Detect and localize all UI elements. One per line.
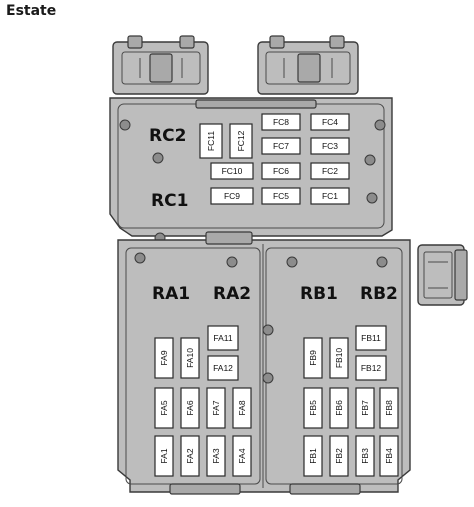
diagram-title: Estate xyxy=(6,3,57,19)
fuse-fa2: FA2 xyxy=(180,435,200,477)
fuse-fb7-label: FB7 xyxy=(360,400,370,416)
fuse-fc2-label: FC2 xyxy=(322,166,338,176)
fuse-fa12-label: FA12 xyxy=(213,363,233,373)
fuse-fa12: FA12 xyxy=(207,355,239,381)
fuse-fa10: FA10 xyxy=(180,337,200,379)
relay-ra1-label: RA1 xyxy=(152,284,190,304)
fuse-fc3: FC3 xyxy=(310,137,350,155)
fuse-fa1: FA1 xyxy=(154,435,174,477)
fuse-fc10: FC10 xyxy=(210,162,254,180)
fuse-fa3: FA3 xyxy=(206,435,226,477)
fuse-fa9: FA9 xyxy=(154,337,174,379)
right-side-connector xyxy=(417,244,468,306)
fuse-fc9: FC9 xyxy=(210,187,254,205)
fuse-fb10: FB10 xyxy=(329,337,349,379)
fuse-fb11-label: FB11 xyxy=(361,333,381,343)
fuse-fb3: FB3 xyxy=(355,435,375,477)
fuse-fa5: FA5 xyxy=(154,387,174,429)
fuse-fc5: FC5 xyxy=(261,187,301,205)
fuse-fa7-label: FA7 xyxy=(211,400,221,415)
fuse-fb12: FB12 xyxy=(355,355,387,381)
fuse-fb1-label: FB1 xyxy=(308,448,318,464)
fuse-fb5: FB5 xyxy=(303,387,323,429)
fuse-fa6: FA6 xyxy=(180,387,200,429)
fuse-fc10-label: FC10 xyxy=(222,166,243,176)
top-left-connector xyxy=(112,35,209,95)
fuse-fc4-label: FC4 xyxy=(322,117,338,127)
fuse-fb2: FB2 xyxy=(329,435,349,477)
fuse-fa6-label: FA6 xyxy=(185,400,195,415)
fuse-fc2: FC2 xyxy=(310,162,350,180)
fuse-fc7-label: FC7 xyxy=(273,141,289,151)
fuse-fc8-label: FC8 xyxy=(273,117,289,127)
fuse-fb2-label: FB2 xyxy=(334,448,344,464)
fuse-fa8: FA8 xyxy=(232,387,252,429)
fuse-fb10-label: FB10 xyxy=(334,348,344,369)
top-right-connector xyxy=(257,35,359,95)
fuse-fb4-label: FB4 xyxy=(384,448,394,464)
fuse-fc9-label: FC9 xyxy=(224,191,240,201)
fuse-fc5-label: FC5 xyxy=(273,191,289,201)
fuse-fa9-label: FA9 xyxy=(159,350,169,365)
fuse-fa11-label: FA11 xyxy=(213,333,232,343)
fuse-fb1: FB1 xyxy=(303,435,323,477)
relay-rb2-label: RB2 xyxy=(360,284,398,304)
relay-ra2-label: RA2 xyxy=(213,284,251,304)
fuse-fc12-label: FC12 xyxy=(236,130,246,151)
fuse-fa1-label: FA1 xyxy=(159,448,169,463)
fuse-fc12: FC12 xyxy=(229,123,253,159)
fuse-fb8-label: FB8 xyxy=(384,400,394,416)
fuse-fc8: FC8 xyxy=(261,113,301,131)
fuse-fb6: FB6 xyxy=(329,387,349,429)
fuse-fc6-label: FC6 xyxy=(273,166,289,176)
fuse-fb5-label: FB5 xyxy=(308,400,318,416)
fuse-fa8-label: FA8 xyxy=(237,400,247,415)
fuse-fa5-label: FA5 xyxy=(159,400,169,415)
fuse-fa2-label: FA2 xyxy=(185,448,195,463)
fuse-fc7: FC7 xyxy=(261,137,301,155)
relay-rb1-label: RB1 xyxy=(300,284,338,304)
fuse-fc1-label: FC1 xyxy=(322,191,338,201)
fuse-fc11-label: FC11 xyxy=(206,131,216,151)
relay-rc2-label: RC2 xyxy=(149,126,186,146)
fuse-fa11: FA11 xyxy=(207,325,239,351)
fuse-fa3-label: FA3 xyxy=(211,448,221,463)
relay-rc1-label: RC1 xyxy=(151,191,188,211)
fuse-fb11: FB11 xyxy=(355,325,387,351)
lower-housing xyxy=(117,231,411,495)
fuse-fa10-label: FA10 xyxy=(185,348,195,368)
fuse-fa4: FA4 xyxy=(232,435,252,477)
fuse-fb8: FB8 xyxy=(379,387,399,429)
fuse-fa4-label: FA4 xyxy=(237,448,247,463)
fuse-fa7: FA7 xyxy=(206,387,226,429)
fuse-fb9: FB9 xyxy=(303,337,323,379)
fuse-fc4: FC4 xyxy=(310,113,350,131)
fuse-fb12-label: FB12 xyxy=(361,363,382,373)
fuse-fc1: FC1 xyxy=(310,187,350,205)
fuse-fb3-label: FB3 xyxy=(360,448,370,464)
fuse-fc3-label: FC3 xyxy=(322,141,338,151)
fuse-fb9-label: FB9 xyxy=(308,350,318,366)
fuse-fc11: FC11 xyxy=(199,123,223,159)
fuse-fb6-label: FB6 xyxy=(334,400,344,416)
fuse-fb7: FB7 xyxy=(355,387,375,429)
fuse-fb4: FB4 xyxy=(379,435,399,477)
fuse-fc6: FC6 xyxy=(261,162,301,180)
